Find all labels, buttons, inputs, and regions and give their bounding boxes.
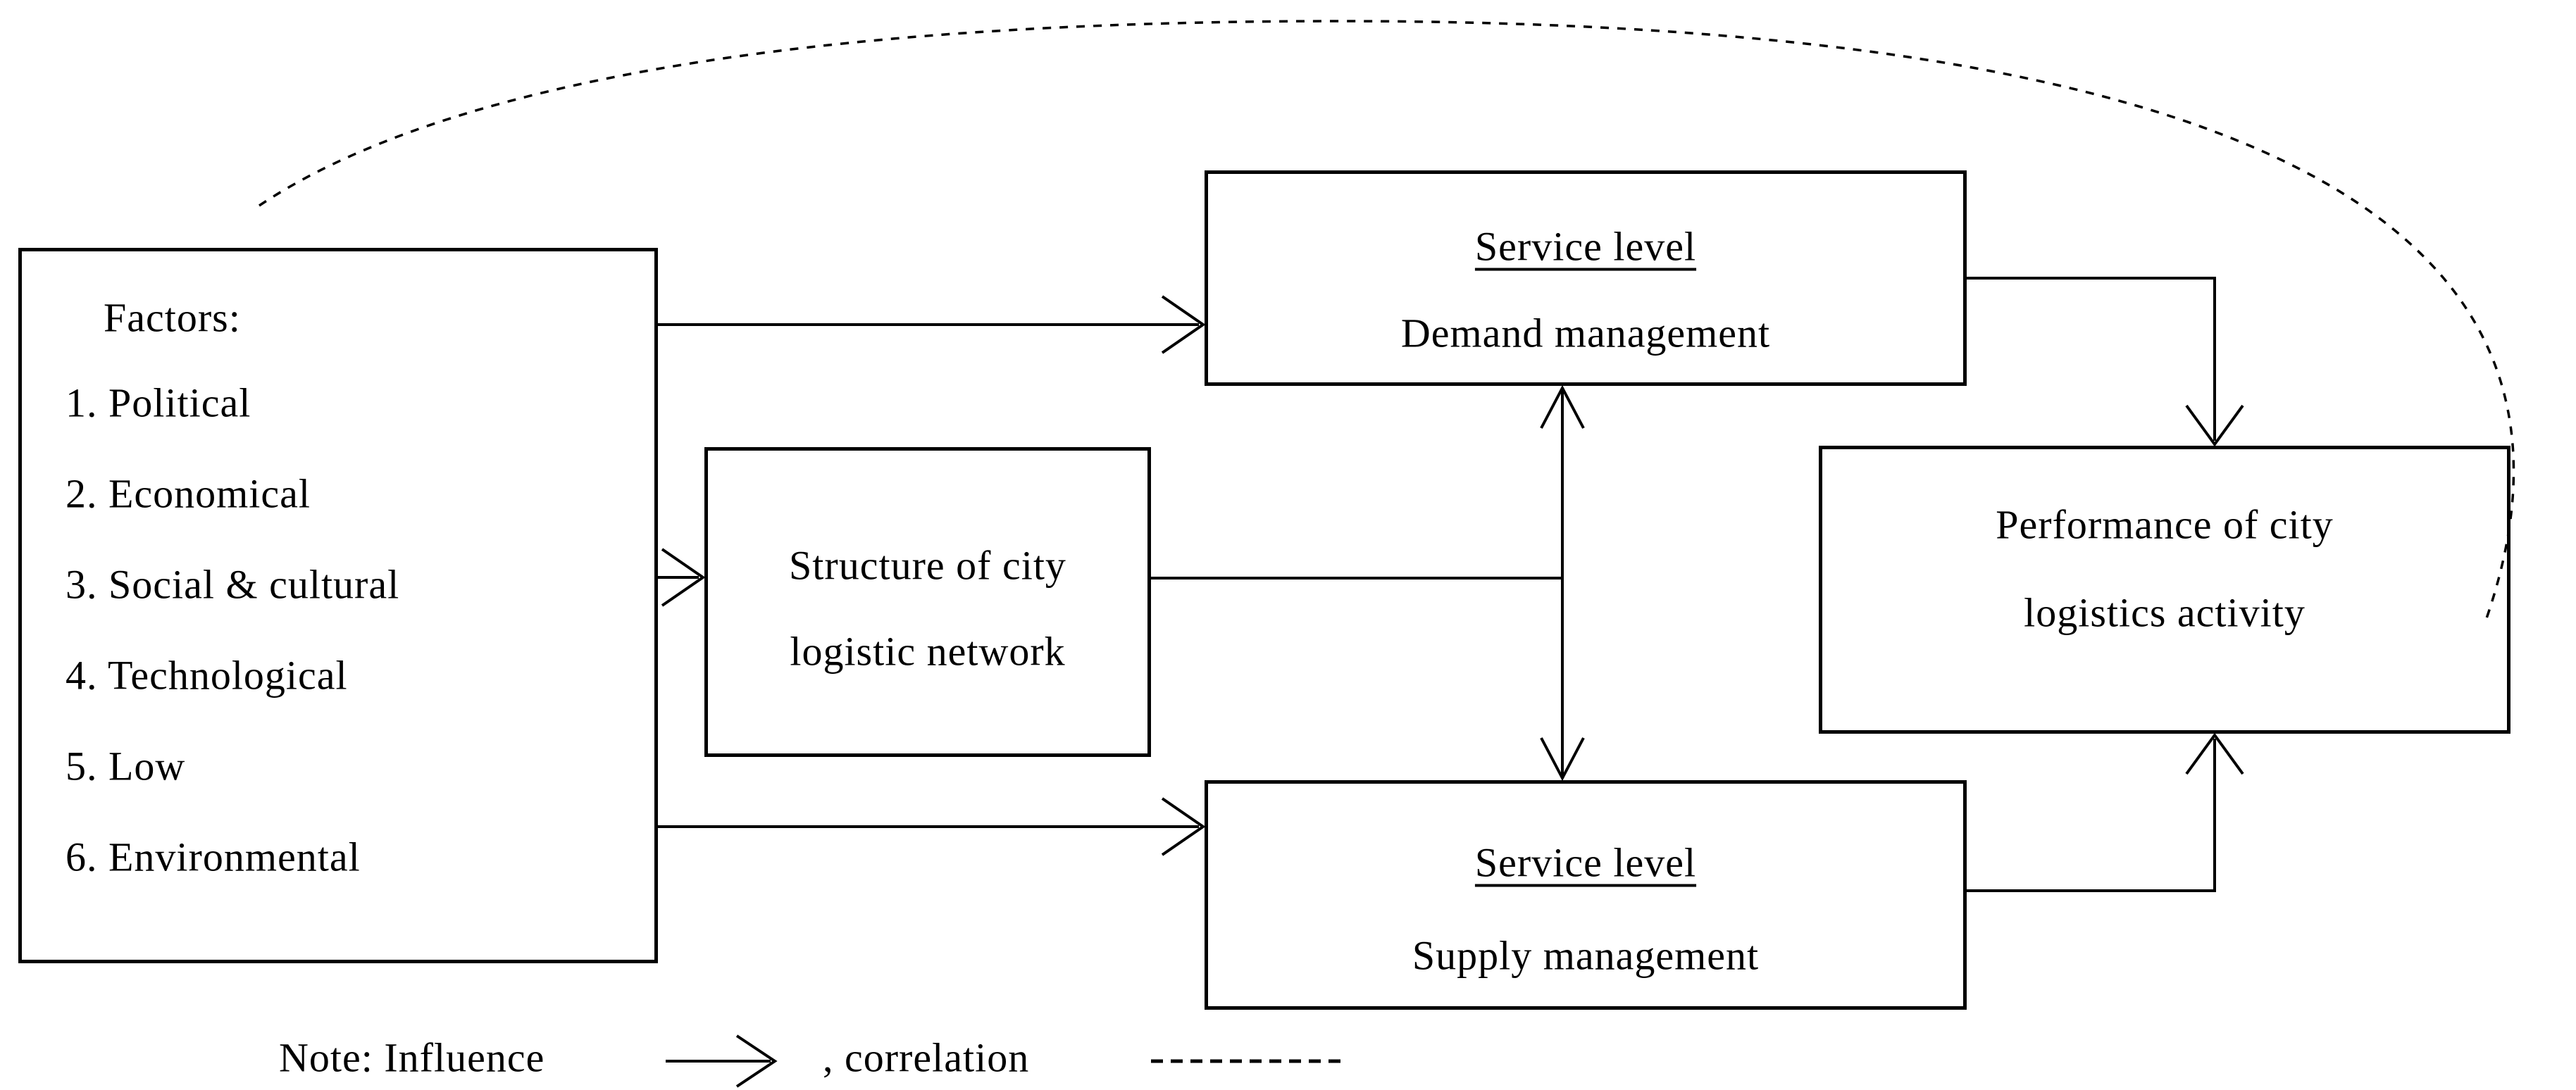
factor-item-political: 1. Political	[66, 380, 251, 426]
supply-box-heading: Service level	[1474, 839, 1697, 886]
note-influence-arrow-head	[735, 1034, 778, 1088]
factor-item-technological: 4. Technological	[66, 652, 348, 699]
arrow-factors-to-structure-head	[661, 548, 706, 607]
demand-box-subheading: Demand management	[1400, 310, 1771, 356]
supply-management-box: Service level Supply management	[1205, 780, 1967, 1010]
structure-box-line1: Structure of city	[789, 542, 1066, 589]
arrow-demand-supply-down-head	[1540, 737, 1585, 782]
supply-box-subheading: Supply management	[1412, 932, 1760, 979]
factor-item-low: 5. Low	[66, 743, 186, 789]
arrow-factors-to-demand-head	[1161, 295, 1206, 354]
demand-box-heading: Service level	[1474, 223, 1697, 270]
factor-item-social-cultural: 3. Social & cultural	[66, 561, 400, 608]
arrow-factors-to-supply-head	[1161, 797, 1206, 856]
arrow-supply-to-performance-line	[1967, 739, 2216, 892]
factor-item-economical: 2. Economical	[66, 470, 311, 517]
note-influence-label: Note: Influence	[279, 1034, 545, 1081]
structure-box-line2: logistic network	[790, 628, 1066, 675]
factors-box-title: Factors:	[104, 294, 241, 341]
arrow-demand-supply-up-head	[1540, 384, 1585, 429]
factor-item-environmental: 6. Environmental	[66, 834, 361, 880]
arrow-supply-to-performance-head	[2185, 732, 2244, 775]
arrow-demand-to-performance-head	[2185, 404, 2244, 447]
performance-box-line1: Performance of city	[1996, 501, 2334, 548]
structure-box: Structure of city logistic network	[704, 447, 1151, 757]
performance-box: Performance of city logistics activity	[1819, 446, 2510, 734]
note-correlation-label: , correlation	[823, 1034, 1030, 1081]
demand-management-box: Service level Demand management	[1205, 170, 1967, 386]
arrow-demand-to-performance-line	[1967, 277, 2216, 441]
performance-box-line2: logistics activity	[2024, 589, 2306, 636]
